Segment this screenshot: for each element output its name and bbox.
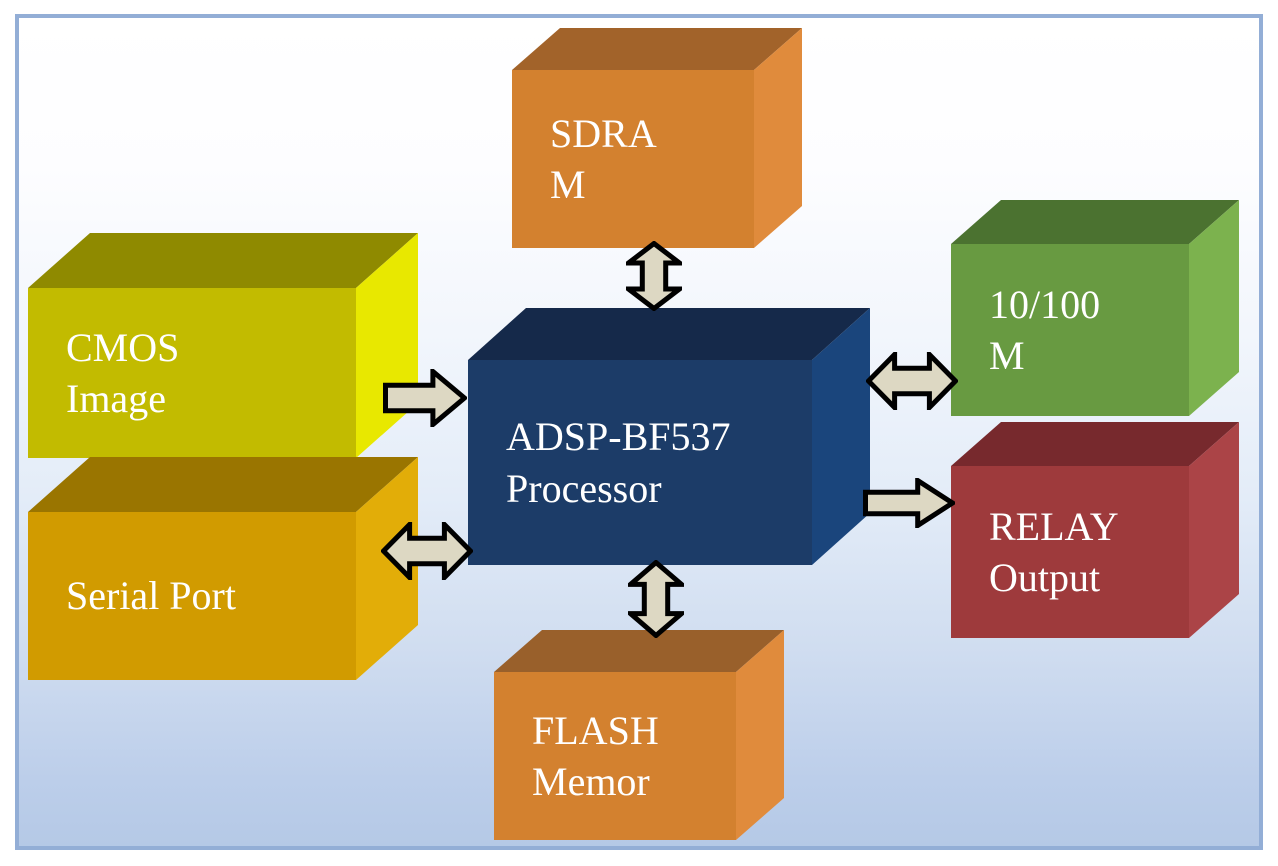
block-processor[interactable]: ADSP-BF537 Processor [468, 308, 870, 565]
block-sdram-side-face [754, 28, 802, 248]
block-processor-side-face [812, 308, 870, 565]
block-relay-output-top-face [951, 422, 1239, 466]
block-ethernet-front-face [951, 244, 1189, 416]
block-flash-memory-front-face [494, 672, 736, 840]
block-relay-output-3d-faces [951, 422, 1239, 638]
block-ethernet[interactable]: 10/100 M [951, 200, 1239, 416]
block-cmos-image-top-face [28, 233, 418, 288]
block-ethernet-3d-faces [951, 200, 1239, 416]
block-serial-port[interactable]: Serial Port [28, 457, 418, 680]
block-cmos-image-front-face [28, 288, 356, 458]
arrow-cmos-processor [383, 369, 467, 427]
arrow-serial-processor [381, 522, 473, 580]
block-relay-output-front-face [951, 466, 1189, 638]
block-flash-memory[interactable]: FLASH Memor [494, 630, 784, 840]
arrow-processor-relay [863, 478, 955, 528]
block-flash-memory-3d-faces [494, 630, 784, 840]
arrow-processor-relay-shape [863, 478, 955, 528]
block-serial-port-3d-faces [28, 457, 418, 680]
block-serial-port-top-face [28, 457, 418, 512]
block-serial-port-side-face [356, 457, 418, 680]
block-processor-3d-faces [468, 308, 870, 565]
arrow-cmos-processor-shape [383, 369, 467, 427]
block-ethernet-top-face [951, 200, 1239, 244]
block-processor-front-face [468, 360, 812, 565]
block-flash-memory-top-face [494, 630, 784, 672]
block-sdram-top-face [512, 28, 802, 70]
block-sdram[interactable]: SDRA M [512, 28, 802, 248]
block-relay-output-side-face [1189, 422, 1239, 638]
block-flash-memory-side-face [736, 630, 784, 840]
arrow-processor-ethernet [866, 352, 958, 410]
arrow-processor-flash-shape [628, 560, 684, 638]
block-processor-top-face [468, 308, 870, 360]
arrow-sdram-processor-shape [626, 241, 682, 311]
arrow-processor-ethernet-shape [866, 352, 958, 410]
block-relay-output[interactable]: RELAY Output [951, 422, 1239, 638]
block-cmos-image[interactable]: CMOS Image [28, 233, 418, 458]
block-serial-port-front-face [28, 512, 356, 680]
arrow-serial-processor-shape [381, 522, 473, 580]
block-sdram-3d-faces [512, 28, 802, 248]
block-sdram-front-face [512, 70, 754, 248]
arrow-sdram-processor [626, 241, 682, 311]
arrow-processor-flash [628, 560, 684, 638]
block-ethernet-side-face [1189, 200, 1239, 416]
